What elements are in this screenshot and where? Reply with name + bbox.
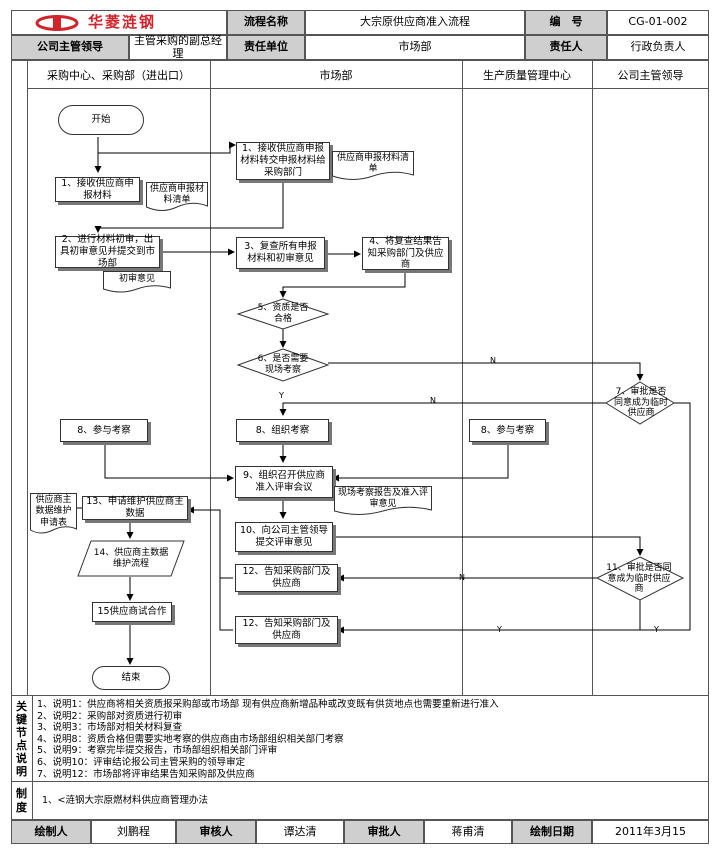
step-12-notify-no: 12、告知采购部门及供应商	[235, 564, 338, 592]
owner-label: 责任人	[525, 35, 607, 60]
decision-7-shape	[605, 381, 675, 425]
note-1: 1、说明1：供应商将相关资质报采购部或市场部 现有供应商新增品种或改变既有供货地…	[37, 699, 499, 710]
code: CG-01-002	[607, 10, 709, 35]
lane-header-quality: 生产质量管理中心	[483, 69, 571, 82]
notes-label-char: 键	[16, 713, 27, 726]
notes-label-char: 说	[16, 752, 27, 765]
system-side-label: 制 度	[11, 782, 32, 820]
doc-initial-opinion: 初审意见	[103, 271, 171, 293]
logo: 华菱涟钢	[11, 10, 227, 35]
decision-5-label: 5、资质是否合格	[257, 303, 309, 324]
doc-initial-opinion-label: 初审意见	[118, 274, 155, 284]
note-7: 7、说明12：市场部将评审结果告知采购部及供应商	[37, 768, 255, 780]
doc-master-data-form-label: 供应商主数据维护申请表	[35, 495, 72, 528]
step-14-label: 14、供应商主数据维护流程	[93, 547, 169, 569]
process-name-label: 流程名称	[227, 10, 305, 35]
step-8-organize-inspection: 8、组织考察	[236, 419, 329, 442]
note-5: 5、说明9：考察完毕提交报告，市场部组织相关部门评审	[37, 745, 278, 757]
system-item: 1、<涟钢大宗原燃材料供应商管理办法	[42, 795, 209, 806]
doc-supplier-list-2: 供应商申报材料清单	[332, 151, 414, 181]
step-9-review-meeting: 9、组织召开供应商准入评审会议	[235, 466, 333, 498]
system-divider	[32, 782, 33, 820]
step-8-quality-participate: 8、参与考察	[469, 419, 546, 442]
approver-label: 审批人	[344, 820, 424, 844]
decision-6-label: 6、是否需要现场考察	[257, 354, 309, 375]
step-12-notify-yes: 12、告知采购部门及供应商	[235, 616, 338, 644]
doc-master-data-form: 供应商主数据维护申请表	[30, 493, 77, 535]
doc-supplier-list-2-label: 供应商申报材料清单	[336, 153, 409, 175]
doc-inspection-report: 现场考察报告及准入评审意见	[334, 486, 432, 516]
notes-label-char: 点	[16, 739, 27, 752]
system-label-char: 度	[16, 801, 27, 814]
lane-divider-1	[210, 60, 211, 696]
note-4: 4、说明8：资质合格但需要实地考察的供应商由市场部组织相关部门考察	[37, 733, 344, 745]
date: 2011年3月15	[592, 820, 709, 844]
leader-label: 公司主管领导	[11, 35, 129, 60]
owner: 行政负责人	[607, 35, 709, 60]
label-y-1: Y	[279, 391, 284, 400]
drafter: 刘鹏程	[91, 820, 176, 844]
doc-inspection-report-label: 现场考察报告及准入评审意见	[337, 488, 428, 510]
lane-header-market: 市场部	[319, 69, 353, 82]
notes-side-label: 关 键 节 点 说 明	[11, 696, 32, 782]
note-6: 6、说明10：评审结论报公司主管采购的领导审定	[37, 757, 246, 768]
decision-5-shape	[236, 298, 330, 330]
notes-divider	[32, 696, 33, 782]
start-terminator: 开始	[58, 105, 144, 135]
doc-supplier-list-1-label: 供应商申报材料清单	[149, 184, 204, 206]
notes-label-char: 明	[16, 765, 27, 778]
decision-11-label: 11、审批是否同意成为临时供应商	[606, 562, 672, 595]
leader: 主管采购的副总经理	[129, 34, 227, 60]
step-1-receive-materials: 1、接收供应商申报材料	[55, 177, 140, 202]
logo-mark-icon	[35, 14, 79, 31]
step-2-initial-review: 2、进行材料初审，出具初审意见并提交到市场部	[55, 234, 160, 269]
step-10-submit-opinion: 10、向公司主管领导提交评审意见	[235, 522, 333, 552]
swimlane-frame	[11, 60, 709, 696]
lane-divider-2	[462, 60, 463, 696]
date-label: 绘制日期	[512, 820, 592, 844]
step-14-master-data-process: 14、供应商主数据维护流程	[77, 540, 185, 577]
note-2: 2、说明2：采购部对资质进行初审	[37, 710, 183, 722]
end-terminator: 结束	[92, 666, 170, 690]
dept: 市场部	[305, 35, 525, 60]
system-frame	[11, 782, 709, 820]
step-13-request-master-data: 13、申请维护供应商主数据	[82, 496, 188, 520]
drafter-label: 绘制人	[11, 820, 91, 844]
decision-6-shape	[236, 348, 330, 382]
lane-header-line	[27, 88, 709, 89]
label-n-3: N	[459, 573, 465, 582]
step-4-notify-result: 4、将复查结果告知采购部门及供应商	[362, 236, 449, 270]
decision-7-label: 7、审批是否同意成为临时供应商	[614, 386, 669, 419]
lane-divider-3	[592, 60, 593, 696]
step-8-participate-inspection: 8、参与考察	[60, 419, 148, 442]
notes-frame	[11, 696, 709, 782]
process-name: 大宗原供应商准入流程	[305, 10, 525, 35]
system-label-char: 制	[16, 787, 27, 800]
step-1-forward-materials: 1、接收供应商申报材料转交申报材料给采购部门	[236, 142, 330, 180]
dept-label: 责任单位	[227, 35, 305, 60]
label-n-2: N	[430, 396, 436, 405]
logo-text: 华菱涟钢	[88, 12, 157, 31]
lane-header-leader: 公司主管领导	[617, 69, 684, 82]
step-15-trial-cooperation: 15供应商试合作	[92, 602, 172, 622]
reviewer: 谭达清	[256, 820, 344, 844]
label-y-2: Y	[497, 625, 502, 634]
notes-label-char: 节	[16, 726, 27, 739]
approver: 蒋甫清	[424, 820, 512, 844]
left-margin-line	[27, 60, 28, 696]
label-n-1: N	[490, 356, 496, 365]
label-y-3: Y	[654, 625, 659, 634]
step-3-recheck: 3、复查所有申报材料和初审意见	[236, 237, 325, 269]
decision-11-shape	[595, 556, 685, 601]
note-3: 3、说明3：市场部对相关材料复查	[37, 722, 183, 734]
code-label: 编 号	[525, 10, 607, 35]
parallelogram-shape	[77, 540, 185, 577]
reviewer-label: 审核人	[176, 820, 256, 844]
doc-supplier-list-1: 供应商申报材料清单	[146, 182, 208, 212]
notes-label-char: 关	[16, 700, 27, 713]
lane-header-purchasing: 采购中心、采购部（进出口）	[47, 69, 190, 82]
